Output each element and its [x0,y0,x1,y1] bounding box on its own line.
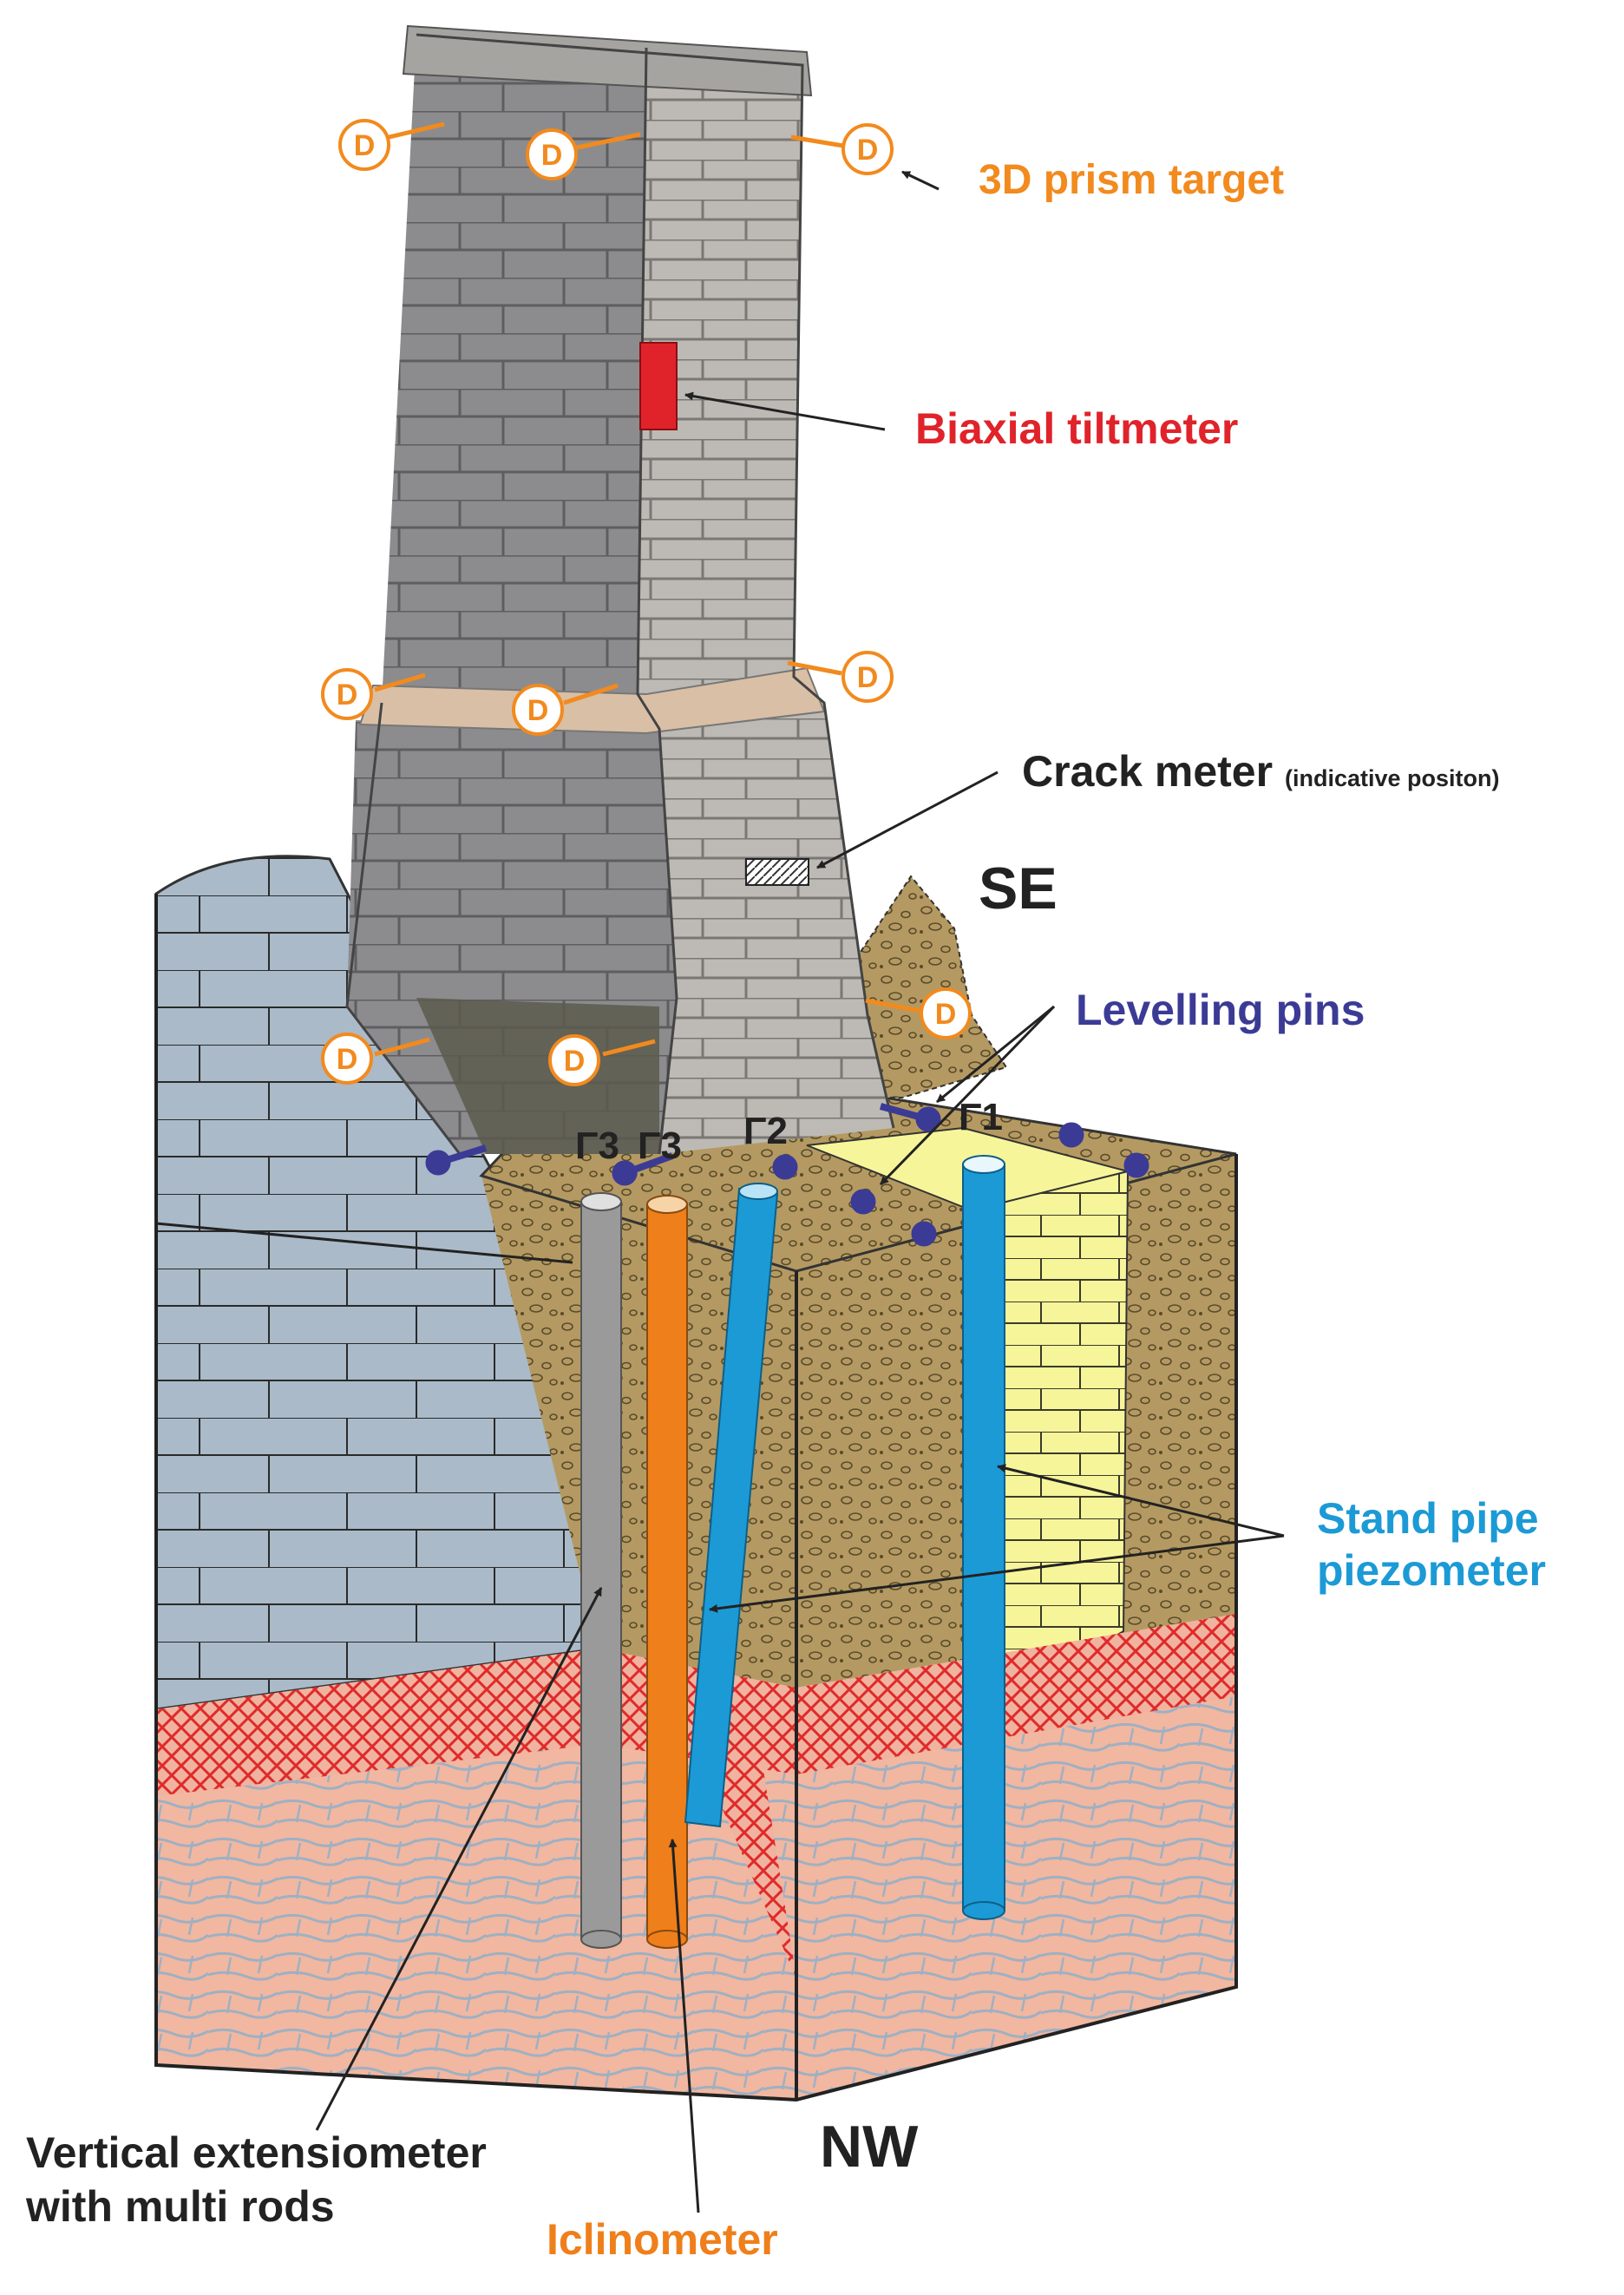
soil-slope [840,875,1008,1098]
pin-label-g1: Γ1 [959,1096,1003,1138]
prism-d-9: D [935,998,957,1031]
fractured-zone-front [156,1649,796,1796]
nw-direction-label: NW [820,2114,919,2180]
extensometer-label-line2: with multi rods [26,2182,335,2231]
se-direction-label: SE [979,856,1058,921]
pin-label-g3: Γ3 [638,1125,682,1167]
leader-lines [155,170,1285,2213]
tower-rubble [416,998,659,1154]
prism-targets [374,121,920,1057]
levelling-pins [425,1103,1149,1247]
prism-d-8: D [564,1045,586,1078]
tower-shaft-right [638,48,802,694]
tower-cornice [402,24,813,97]
prism-d-3: D [857,134,879,167]
tower-base-right [659,703,894,1154]
prism-d-4: D [337,679,358,711]
block-outline [154,894,1238,2102]
piezometer-label-line1: Stand pipe [1317,1494,1539,1543]
crack-meter-label: Crack meter (indicative positon) [1022,746,1499,797]
tower-outline [345,33,895,1155]
iclinometer-pipe [646,1195,688,1949]
tiltmeter-label: Biaxial tiltmeter [915,404,1239,453]
prism-d-1: D [354,129,376,162]
biaxial-tiltmeter [639,342,678,430]
pin-label-g2: Γ2 [743,1110,788,1152]
crack-meter-note: (indicative positon) [1284,765,1500,791]
extensometer-label: Vertical extensiometer with multi rods [26,2126,487,2233]
iclinometer-label: Iclinometer [547,2215,778,2264]
extensometer-label-line1: Vertical extensiometer [26,2128,487,2177]
levelling-pins-label: Levelling pins [1076,986,1365,1034]
crack-meter-title: Crack meter [1022,747,1274,796]
prism-d-2: D [541,139,563,172]
prism-d-6: D [857,661,879,694]
crack-meter [745,858,809,886]
fractured-zone-right [796,1614,1236,1774]
tower-shaft-left [382,35,646,703]
prism-target-label: 3D prism target [979,157,1285,203]
prism-d-7: D [337,1043,358,1076]
prism-d-5: D [527,694,549,727]
piezometer-label: Stand pipe piezometer [1317,1492,1546,1597]
piezometer-pipe-inclined [684,1183,779,1828]
vertical-extensometer [580,1192,622,1949]
pin-label-g3-b: Γ3 [575,1125,619,1167]
piezometer-pipe-vertical [962,1155,1005,1920]
piezometer-label-line2: piezometer [1317,1546,1546,1595]
prism-target-markers [321,119,972,1086]
